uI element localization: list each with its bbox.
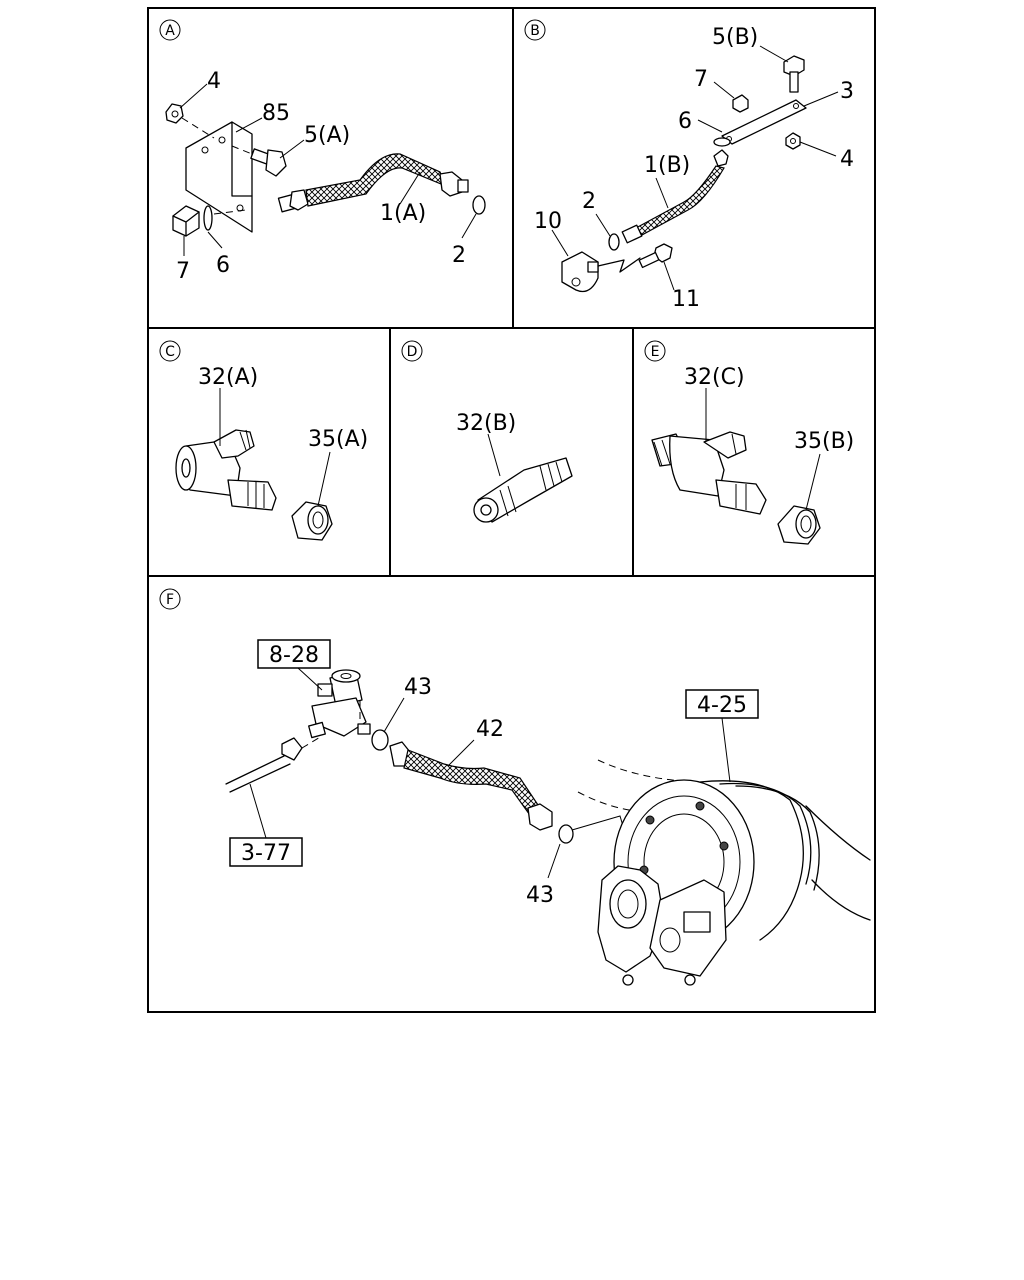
nut-7 <box>172 205 200 237</box>
fitting-32a <box>175 429 277 511</box>
label-e-32c: 32(C) <box>684 365 745 390</box>
axle-housing <box>577 759 871 986</box>
svg-text:A: A <box>165 23 175 39</box>
washer-6 <box>203 205 213 231</box>
fitting-32b <box>473 457 573 523</box>
svg-text:D: D <box>407 344 418 360</box>
label-b-4: 4 <box>840 147 854 172</box>
oring-2a <box>472 195 486 215</box>
pipe-3-77 <box>225 735 323 793</box>
label-b-2: 2 <box>582 189 596 214</box>
section-d: D 32(B) <box>401 340 573 523</box>
label-e-35b: 35(B) <box>794 429 854 454</box>
section-marker-f: F <box>159 588 181 610</box>
section-marker-d: D <box>401 340 423 362</box>
label-a-2: 2 <box>452 243 466 268</box>
label-f-42: 42 <box>476 717 504 742</box>
label-f-43-upper: 43 <box>404 675 432 700</box>
label-b-3: 3 <box>840 79 854 104</box>
ref-label-3-77: 3-77 <box>241 841 291 866</box>
svg-text:B: B <box>530 23 540 39</box>
bolt-11 <box>638 243 673 269</box>
label-b-11: 11 <box>672 287 700 312</box>
hose-1a <box>277 153 469 213</box>
label-b-1b: 1(B) <box>644 153 690 178</box>
label-a-85: 85 <box>262 101 290 126</box>
section-marker-b: B <box>524 19 546 41</box>
panel-frames <box>147 7 876 1013</box>
label-f-43-lower: 43 <box>526 883 554 908</box>
label-a-6: 6 <box>216 253 230 278</box>
label-c-35a: 35(A) <box>308 427 368 452</box>
nut-4 <box>165 103 184 124</box>
svg-text:E: E <box>651 344 660 360</box>
oring-43-upper <box>371 729 389 751</box>
label-d-32b: 32(B) <box>456 411 516 436</box>
washer-6b <box>713 137 731 147</box>
ref-label-4-25: 4-25 <box>697 693 747 718</box>
label-b-6: 6 <box>678 109 692 134</box>
svg-text:F: F <box>166 592 174 608</box>
section-marker-a: A <box>159 19 181 41</box>
section-marker-c: C <box>159 340 181 362</box>
ref-box-8-28 <box>257 639 331 669</box>
label-a-5a: 5(A) <box>304 123 350 148</box>
section-c: C 32(A) 35(A) <box>159 340 368 541</box>
section-marker-e: E <box>644 340 666 362</box>
oring-2b <box>608 233 620 251</box>
hose-42 <box>389 741 553 831</box>
oring-43-lower <box>558 824 574 844</box>
section-a: A <box>159 19 486 284</box>
fitting-32c <box>651 431 767 515</box>
nut-35a <box>291 501 333 541</box>
label-a-1a: 1(A) <box>380 201 426 226</box>
label-b-5b: 5(B) <box>712 25 758 50</box>
label-b-10: 10 <box>534 209 562 234</box>
section-b: B <box>524 19 854 312</box>
nut-7b <box>732 94 749 113</box>
section-f: F <box>159 588 871 986</box>
label-a-7: 7 <box>176 259 190 284</box>
hose-1b <box>621 149 729 244</box>
ref-label-8-28: 8-28 <box>269 643 319 668</box>
section-e: E 32(C) 35(B) <box>644 340 854 545</box>
label-c-32a: 32(A) <box>198 365 258 390</box>
nut-35b <box>777 505 821 545</box>
label-b-7: 7 <box>694 67 708 92</box>
banjo-10 <box>561 251 641 293</box>
nut-4b <box>785 132 801 150</box>
bolt-5b <box>783 55 805 93</box>
label-a-4: 4 <box>207 69 221 94</box>
valve-assembly <box>308 669 371 739</box>
bolt-5a <box>231 145 287 177</box>
svg-text:C: C <box>165 344 175 360</box>
